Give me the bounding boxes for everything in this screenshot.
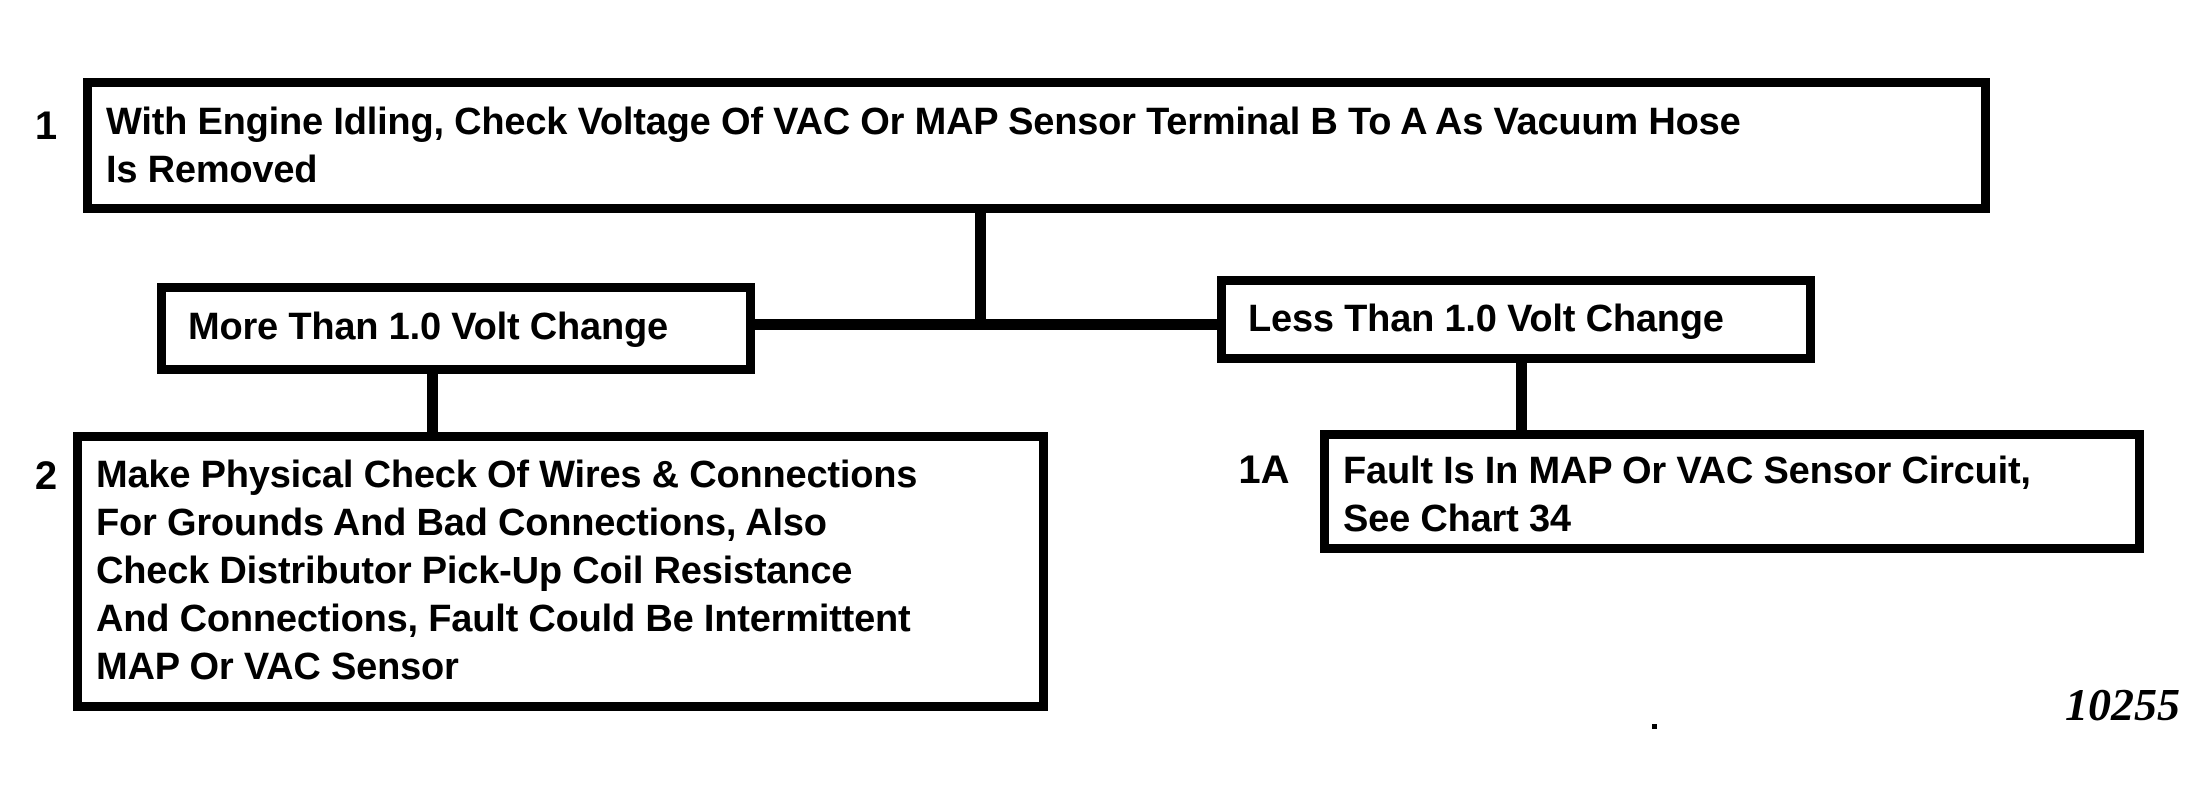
step2-text-line4: And Connections, Fault Could Be Intermit…	[96, 598, 911, 640]
step2-text-line2: For Grounds And Bad Connections, Also	[96, 502, 827, 544]
connector-step1-stem	[975, 213, 986, 326]
step2-box: Make Physical Check Of Wires & Connectio…	[73, 432, 1048, 711]
branch-less-box: Less Than 1.0 Volt Change	[1217, 276, 1815, 363]
step-label-1: 1	[34, 104, 58, 148]
branch-less-text: Less Than 1.0 Volt Change	[1248, 298, 1724, 340]
connector-less-stem	[1516, 363, 1527, 432]
step1a-text-line1: Fault Is In MAP Or VAC Sensor Circuit,	[1343, 450, 2031, 492]
branch-more-text: More Than 1.0 Volt Change	[188, 306, 668, 348]
step-label-2: 2	[34, 454, 58, 498]
figure-number: 10255	[2065, 679, 2180, 730]
step2-text-line1: Make Physical Check Of Wires & Connectio…	[96, 454, 918, 496]
step-label-1a: 1A	[1238, 448, 1290, 492]
step2-text-line5: MAP Or VAC Sensor	[96, 646, 459, 688]
step1-box: With Engine Idling, Check Voltage Of VAC…	[83, 78, 1990, 213]
step1-text-line2: Is Removed	[106, 149, 318, 191]
connector-branch-horizontal	[752, 319, 1223, 330]
step1-text-line1: With Engine Idling, Check Voltage Of VAC…	[106, 101, 1741, 143]
scan-artifact-dot	[1652, 724, 1657, 729]
branch-more-box: More Than 1.0 Volt Change	[157, 283, 755, 374]
step1a-box: Fault Is In MAP Or VAC Sensor Circuit, S…	[1320, 430, 2144, 553]
step1a-text-line2: See Chart 34	[1343, 498, 1571, 540]
connector-more-stem	[427, 374, 438, 434]
step2-text-line3: Check Distributor Pick-Up Coil Resistanc…	[96, 550, 853, 592]
